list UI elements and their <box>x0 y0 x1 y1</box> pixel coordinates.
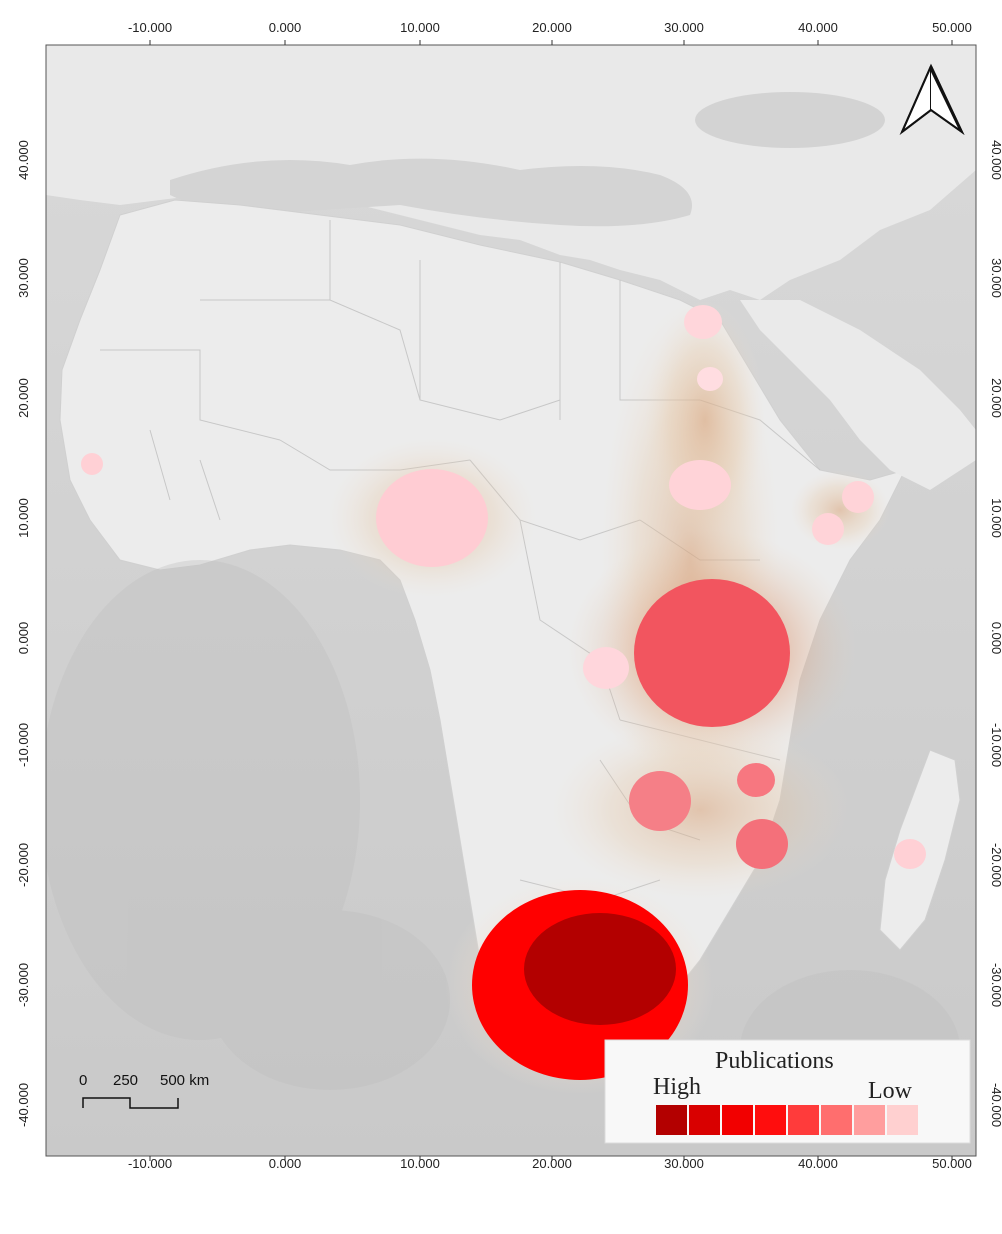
y-tick-left-0: 40.000 <box>16 140 31 180</box>
legend-swatch-5 <box>821 1105 852 1135</box>
legend-swatch-3 <box>755 1105 786 1135</box>
black-sea <box>695 92 885 148</box>
y-tick-left-1: 30.000 <box>16 258 31 298</box>
arabia-land <box>740 300 976 490</box>
bubble-ethiopia <box>812 513 844 545</box>
y-tick-left-7: -30.000 <box>16 963 31 1007</box>
x-tick-bottom-6: 50.000 <box>932 1156 972 1171</box>
legend-swatch-0 <box>656 1105 687 1135</box>
y-tick-right-6: -20.000 <box>989 843 1002 887</box>
legend: Publications High Low <box>604 1039 971 1144</box>
bubble-nigeria <box>376 469 488 567</box>
y-tick-right-2: 20.000 <box>989 378 1002 418</box>
y-tick-right-8: -40.000 <box>989 1083 1002 1127</box>
scale-label-250: 250 <box>113 1072 138 1089</box>
north-arrow-icon <box>899 63 965 136</box>
y-tick-left-8: -40.000 <box>16 1083 31 1127</box>
bubble-dr-congo-east <box>583 647 629 689</box>
legend-swatch-4 <box>788 1105 819 1135</box>
bubble-egypt-south <box>697 367 723 391</box>
y-tick-left-4: 0.000 <box>16 622 31 655</box>
x-tick-bottom-4: 30.000 <box>664 1156 704 1171</box>
y-tick-left-2: 20.000 <box>16 378 31 418</box>
x-tick-top-3: 20.000 <box>532 20 572 35</box>
map-frame <box>45 44 977 1157</box>
scale-label-500: 500 km <box>160 1072 209 1089</box>
x-tick-top-4: 30.000 <box>664 20 704 35</box>
y-tick-right-3: 10.000 <box>989 498 1002 538</box>
graticule-ticks: -10.000 -10.000 0.000 0.000 10.000 10.000 20.0… <box>16 20 1002 1171</box>
legend-swatches <box>656 1105 918 1135</box>
x-tick-bottom-0: -10.000 <box>128 1156 172 1171</box>
y-tick-right-5: -10.000 <box>989 723 1002 767</box>
bubble-sudan <box>669 460 731 510</box>
y-tick-left-3: 10.000 <box>16 498 31 538</box>
mediterranean-sea <box>170 158 692 227</box>
legend-title: Publications <box>715 1048 834 1074</box>
x-tick-top-5: 40.000 <box>798 20 838 35</box>
y-tick-right-7: -30.000 <box>989 963 1002 1007</box>
y-tick-left-6: -20.000 <box>16 843 31 887</box>
bubble-malawi <box>737 763 775 797</box>
bubble-madagascar <box>894 839 926 869</box>
x-tick-top-1: 0.000 <box>269 20 302 35</box>
scale-label-0: 0 <box>79 1072 87 1089</box>
x-tick-top-2: 10.000 <box>400 20 440 35</box>
publication-bubbles <box>81 305 926 1080</box>
y-tick-right-0: 40.000 <box>989 140 1002 180</box>
bubble-somaliland <box>842 481 874 513</box>
legend-high-label: High <box>653 1074 701 1100</box>
legend-low-label: Low <box>868 1078 913 1104</box>
bubble-zambia <box>629 771 691 831</box>
x-tick-bottom-3: 20.000 <box>532 1156 572 1171</box>
bubble-senegal <box>81 453 103 475</box>
legend-swatch-1 <box>689 1105 720 1135</box>
legend-swatch-2 <box>722 1105 753 1135</box>
scale-bar: 0 250 500 km <box>79 1072 209 1109</box>
x-tick-top-0: -10.000 <box>128 20 172 35</box>
x-tick-bottom-1: 0.000 <box>269 1156 302 1171</box>
bubble-south-africa-core <box>524 913 676 1025</box>
legend-swatch-7 <box>887 1105 918 1135</box>
y-tick-right-4: 0.000 <box>989 622 1002 655</box>
legend-swatch-6 <box>854 1105 885 1135</box>
y-tick-right-1: 30.000 <box>989 258 1002 298</box>
basemap <box>46 45 976 1156</box>
x-tick-top-6: 50.000 <box>932 20 972 35</box>
x-tick-bottom-2: 10.000 <box>400 1156 440 1171</box>
bubble-egypt-north <box>684 305 722 339</box>
y-tick-left-5: -10.000 <box>16 723 31 767</box>
bubble-east-africa <box>634 579 790 727</box>
x-tick-bottom-5: 40.000 <box>798 1156 838 1171</box>
bubble-mozambique <box>736 819 788 869</box>
